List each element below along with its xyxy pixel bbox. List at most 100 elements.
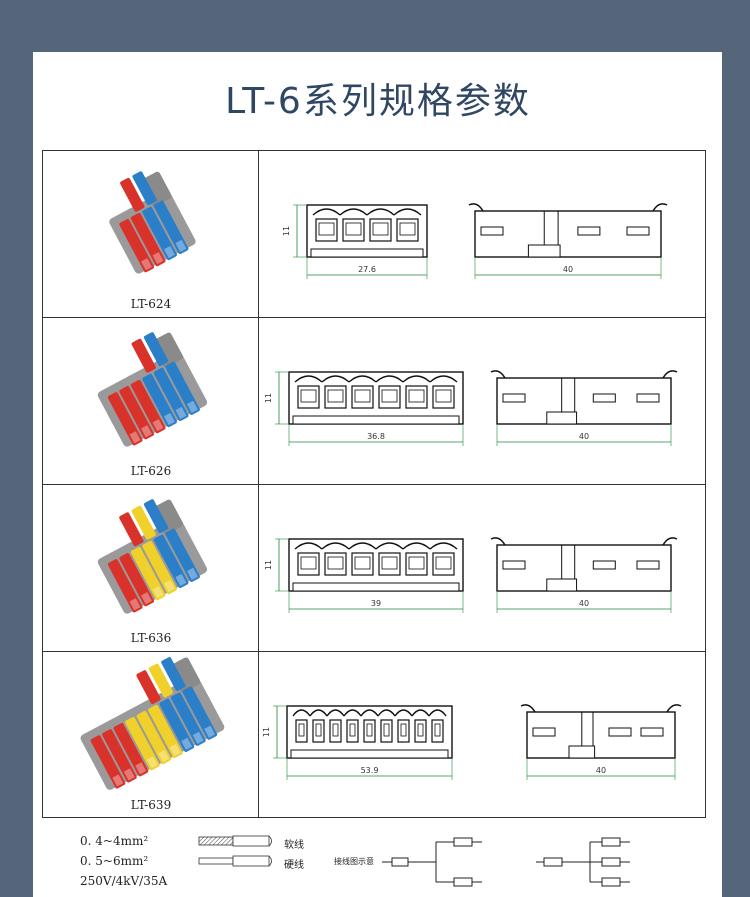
output-lever [132, 171, 157, 206]
connector-body [80, 657, 225, 790]
output-lever [120, 177, 145, 212]
side-hook-right [662, 537, 678, 546]
side-dim-label: 40 [596, 766, 606, 775]
lever-highlight [186, 400, 198, 413]
model-label: LT-624 [130, 297, 172, 311]
right-inner-margin [716, 52, 722, 897]
side-hook-left [468, 203, 484, 212]
side-port [636, 560, 660, 570]
slot-arc [321, 542, 350, 550]
input-lever [142, 373, 177, 428]
input-lever [107, 559, 143, 613]
slot-arc [360, 709, 379, 717]
connector-illustration [97, 499, 208, 614]
input-lever [107, 392, 143, 446]
slot-inner [408, 556, 425, 570]
model-label: LT-636 [130, 631, 172, 645]
input-lever [142, 206, 177, 261]
side-port [626, 226, 650, 236]
side-hook-left [520, 704, 536, 713]
slot-inner [400, 723, 407, 737]
side-hook-right [662, 370, 678, 379]
connector-illustration [109, 171, 196, 274]
wiring-diagram-triple [536, 837, 630, 887]
input-lever [119, 386, 154, 440]
slot-inner [345, 222, 362, 236]
side-port [502, 393, 526, 403]
top-banner [0, 0, 750, 52]
output-lever [136, 670, 161, 705]
side-port [532, 727, 556, 737]
input-lever [119, 219, 154, 273]
width-dimension: 36.8 [288, 424, 464, 446]
height-dimension: 11 [282, 204, 307, 258]
slot-arc [429, 542, 458, 550]
front-view [306, 204, 428, 258]
connector-top-block [151, 332, 183, 368]
lever-highlight [204, 725, 216, 738]
lever-highlight [135, 762, 147, 775]
slot-inner [381, 389, 398, 403]
width-dimension: 39 [288, 591, 464, 613]
output-lever [119, 512, 144, 547]
lever-highlight [141, 425, 152, 438]
left-inner-margin [33, 52, 40, 897]
slot-inner [354, 556, 371, 570]
input-lever [153, 367, 189, 421]
input-lever [130, 379, 166, 434]
connector-illustration [80, 657, 225, 790]
front-base [292, 582, 460, 592]
slot-arc [377, 709, 396, 717]
page-title: LT-6系列规格参数 [225, 81, 531, 122]
slot-arc [428, 709, 447, 717]
side-dim-label: 40 [579, 432, 589, 441]
wiring-diagram-label: 接线图示意 [334, 857, 374, 866]
product-image-cell: LT-626 [43, 318, 259, 484]
spec-hard-wire-range: 0. 5~6mm² [80, 854, 149, 868]
slot-inner [435, 556, 452, 570]
height-dim-label: 11 [264, 393, 273, 403]
lever-highlight [175, 239, 187, 252]
side-clip [568, 745, 596, 759]
slot-inner [327, 389, 344, 403]
slot-arc [348, 542, 377, 550]
slot-arc [326, 709, 345, 717]
connector-top-block [151, 499, 183, 535]
slot-arc [429, 375, 458, 383]
table-row: LT-626 11 36.8 40 [43, 318, 705, 485]
side-clip [527, 244, 561, 258]
slot-inner [381, 556, 398, 570]
lever-highlight [152, 252, 164, 265]
lever-highlight [123, 768, 135, 781]
slot-inner [408, 389, 425, 403]
slot-arc [343, 709, 362, 717]
model-label: LT-639 [130, 798, 172, 812]
slot-arc [294, 542, 323, 550]
slot-arc [393, 208, 422, 216]
side-dimension: 40 [496, 424, 672, 446]
side-dimension: 40 [496, 591, 672, 613]
lever-highlight [169, 743, 181, 757]
slot-inner [399, 222, 416, 236]
slot-inner [332, 723, 339, 737]
input-lever [102, 729, 137, 783]
slot-arc [292, 709, 311, 717]
slot-arc [402, 542, 431, 550]
connector-body [97, 332, 208, 447]
product-image-cell: LT-624 [43, 151, 259, 317]
input-lever [119, 553, 154, 607]
drawing-cell: 11 36.8 40 [259, 318, 705, 484]
legend-hard-wire: 硬线 [284, 860, 304, 871]
input-lever [182, 686, 218, 740]
side-hook-left [490, 537, 506, 546]
slot-arc [375, 542, 404, 550]
connector-top-block [168, 657, 201, 693]
slot-inner [434, 723, 441, 737]
lever-highlight [129, 431, 141, 444]
